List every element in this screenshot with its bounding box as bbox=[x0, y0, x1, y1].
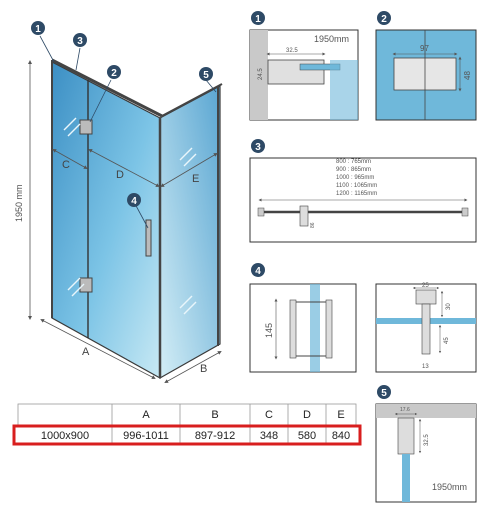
highlight-row bbox=[12, 424, 362, 446]
table-header-e: E bbox=[337, 409, 344, 421]
letter-d: D bbox=[116, 169, 124, 181]
detail-5-height: 1950mm bbox=[432, 482, 467, 492]
detail-1-height: 1950mm bbox=[314, 34, 349, 44]
table-cell-size: 1000x900 bbox=[41, 430, 89, 442]
letter-c: C bbox=[62, 159, 70, 171]
dim-e-line bbox=[160, 152, 218, 188]
letter-b: B bbox=[200, 363, 207, 375]
badge-detail-1: 1 bbox=[251, 11, 265, 25]
svg-text:2: 2 bbox=[111, 68, 117, 79]
table-cell-c: 348 bbox=[260, 430, 278, 442]
svg-text:2: 2 bbox=[381, 14, 387, 25]
svg-text:4: 4 bbox=[255, 266, 261, 277]
svg-text:4: 4 bbox=[131, 196, 137, 207]
table-header-d: D bbox=[303, 409, 311, 421]
detail-4-dim-13: 13 bbox=[422, 364, 429, 370]
door-handle bbox=[145, 219, 152, 257]
badge-main-2: 2 bbox=[107, 65, 121, 79]
badge-main-4: 4 bbox=[127, 193, 141, 207]
detail-3-size-2: 900 : 865mm bbox=[336, 167, 371, 173]
svg-text:3: 3 bbox=[255, 142, 261, 153]
dim-a-line bbox=[40, 319, 156, 379]
badge-main-1: 1 bbox=[31, 21, 45, 35]
detail-2-width: 97 bbox=[420, 44, 429, 53]
badge-main-5: 5 bbox=[199, 67, 213, 81]
main-enclosure bbox=[28, 58, 223, 383]
detail-2-height: 48 bbox=[463, 71, 472, 80]
detail-4-handle-size: 145 bbox=[264, 323, 274, 338]
top-rail-side bbox=[161, 83, 223, 117]
detail-3-size-1: 800 : 765mm bbox=[336, 159, 371, 165]
detail-5-profile bbox=[375, 403, 477, 503]
dim-c-line bbox=[52, 149, 88, 169]
side-glass-panel bbox=[159, 85, 221, 380]
detail-1-wall-profile bbox=[249, 29, 359, 121]
svg-text:1: 1 bbox=[255, 14, 261, 25]
letter-e: E bbox=[192, 173, 199, 185]
lower-hinge bbox=[79, 277, 93, 293]
badge-detail-4: 4 bbox=[251, 263, 265, 277]
table-cell-b: 897-912 bbox=[195, 430, 235, 442]
upper-hinge bbox=[79, 119, 93, 135]
detail-3-size-5: 1200 : 1165mm bbox=[336, 191, 377, 197]
table-header-a: A bbox=[142, 409, 150, 421]
detail-5-depth: 32.5 bbox=[424, 434, 430, 446]
badge-detail-2: 2 bbox=[377, 11, 391, 25]
detail-4-handle-side bbox=[249, 283, 357, 373]
detail-3-stabilizer bbox=[249, 157, 477, 243]
table-header-b: B bbox=[211, 409, 218, 421]
dim-d-line bbox=[88, 149, 160, 187]
svg-text:5: 5 bbox=[381, 388, 387, 399]
detail-4-dim-25: 25 bbox=[422, 283, 429, 289]
dim-b-line bbox=[164, 351, 222, 383]
letter-a: A bbox=[82, 346, 90, 358]
detail-4-dim-30: 30 bbox=[446, 303, 452, 310]
size-table bbox=[12, 403, 362, 446]
badge-detail-5: 5 bbox=[377, 385, 391, 399]
detail-3-size-4: 1100 : 1065mm bbox=[336, 183, 377, 189]
detail-3-size-3: 1000 : 965mm bbox=[336, 175, 374, 181]
svg-text:1: 1 bbox=[35, 24, 41, 35]
detail-1-width: 32.5 bbox=[286, 48, 298, 54]
detail-4-handle-section bbox=[375, 283, 477, 373]
detail-2-hinge bbox=[375, 29, 477, 121]
detail-5-width: 17.6 bbox=[400, 407, 410, 413]
badge-detail-3: 3 bbox=[251, 139, 265, 153]
svg-text:5: 5 bbox=[203, 70, 209, 81]
table-cell-d: 580 bbox=[298, 430, 316, 442]
badge-main-3: 3 bbox=[73, 33, 87, 47]
detail-1-small: 24.5 bbox=[258, 68, 264, 80]
svg-text:3: 3 bbox=[77, 36, 83, 47]
detail-3-bracket: 86 bbox=[310, 222, 316, 228]
table-header-c: C bbox=[265, 409, 273, 421]
table-cell-a: 996-1011 bbox=[123, 430, 169, 442]
height-label: 1950 mm bbox=[14, 184, 24, 222]
table-cell-e: 840 bbox=[332, 430, 350, 442]
detail-4-dim-45: 45 bbox=[444, 337, 450, 344]
